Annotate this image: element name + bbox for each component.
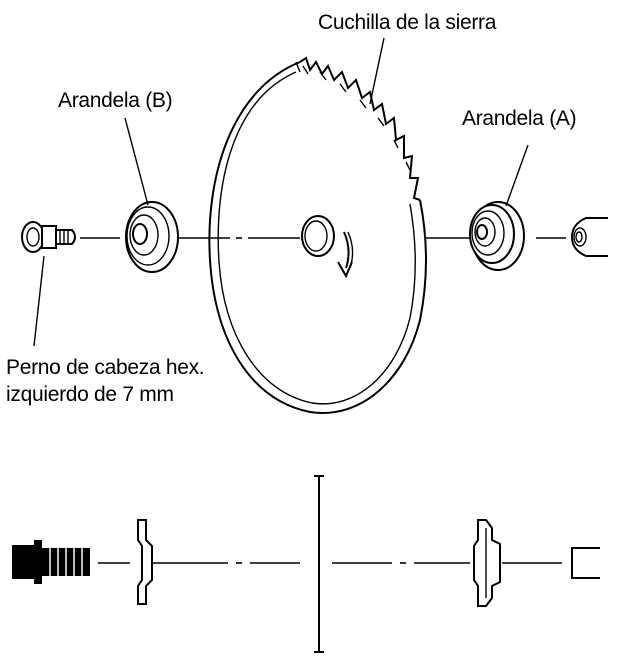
hex-bolt-icon [21, 221, 76, 253]
hex-bolt-side-icon [12, 540, 90, 584]
shaft-icon [570, 217, 608, 257]
washer-a-side-icon [473, 519, 501, 607]
washer-b-side-icon [137, 519, 153, 605]
leader-lines [33, 37, 529, 347]
washer-b-icon [125, 201, 179, 273]
washer-a-label: Arandela (A) [462, 107, 577, 130]
bolt-label-line1: Perno de cabeza hex. [6, 356, 205, 379]
saw-blade-icon [208, 56, 427, 414]
washer-b-label: Arandela (B) [58, 89, 173, 112]
washer-a-icon [469, 201, 525, 271]
saw-blade-side-icon [314, 475, 324, 653]
shaft-side-icon [571, 547, 600, 579]
bolt-label-line2: izquierdo de 7 mm [6, 383, 174, 406]
saw-blade-label: Cuchilla de la sierra [318, 11, 497, 34]
